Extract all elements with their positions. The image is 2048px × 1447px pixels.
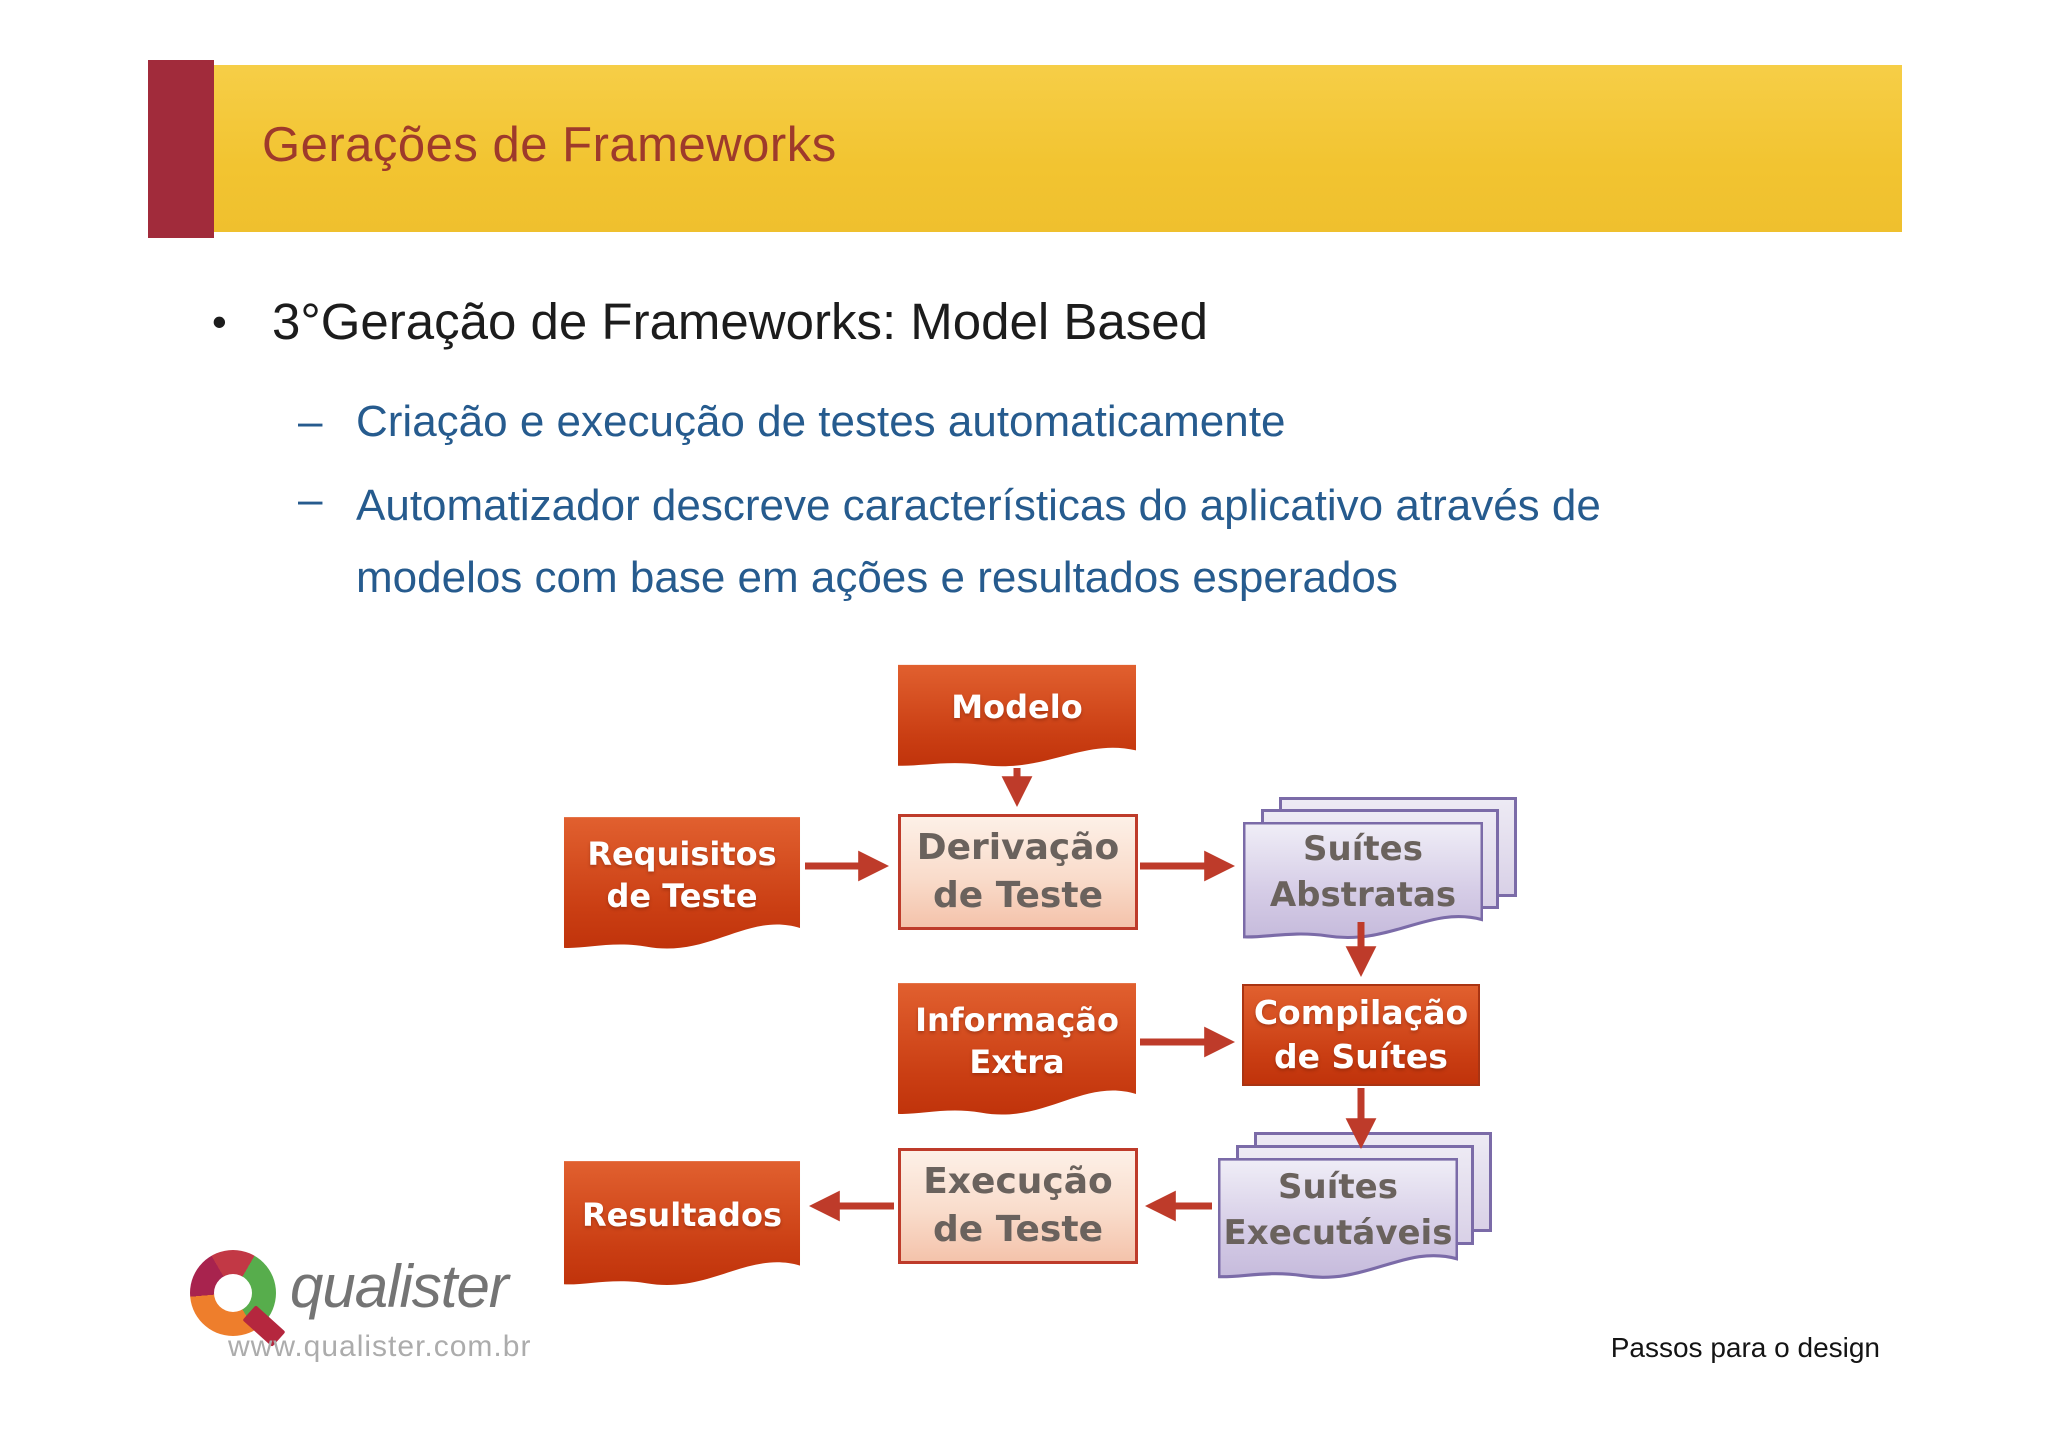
- dash-marker: –: [298, 475, 323, 524]
- diagram-node-resultados: Resultados: [563, 1160, 801, 1292]
- node-label: Execução de Teste: [923, 1160, 1113, 1250]
- node-label: Modelo: [951, 687, 1083, 726]
- diagram-node-execucao: Execução de Teste: [898, 1148, 1138, 1264]
- node-label: Suítes Executáveis: [1223, 1167, 1453, 1253]
- diagram-node-modelo: Modelo: [897, 664, 1137, 772]
- document-shape: [563, 817, 801, 949]
- diagram-node-informacao: Informação Extra: [897, 982, 1137, 1122]
- qualister-logo-text: qualister: [290, 1253, 509, 1320]
- node-label: Compilação de Suítes: [1253, 993, 1469, 1076]
- node-label: Derivação de Teste: [916, 826, 1120, 916]
- sub-bullet-2-text: Automatizador descreve características d…: [356, 481, 1601, 602]
- document-shape-svg: [1218, 1158, 1458, 1279]
- document-shape: [563, 1161, 801, 1285]
- document-shape: Suítes Abstratas: [1243, 822, 1483, 944]
- diagram-node-suites-executaveis: Suítes Executáveis: [1218, 1132, 1498, 1284]
- page-title: Gerações de Frameworks: [262, 118, 837, 172]
- node-label: Requisitos de Teste: [587, 834, 777, 915]
- document-shape-svg: [1243, 822, 1483, 939]
- node-label: Resultados: [582, 1195, 782, 1234]
- dash-marker: –: [298, 397, 323, 446]
- footer-note: Passos para o design: [1610, 1332, 1880, 1363]
- node-label: Suítes Abstratas: [1269, 829, 1457, 915]
- document-shape: [898, 983, 1136, 1115]
- diagram-node-suites-abstratas: Suítes Abstratas: [1243, 797, 1523, 945]
- qualister-logo-icon: [190, 1250, 286, 1347]
- node-label: Informação Extra: [915, 1000, 1119, 1081]
- diagram-node-compilacao: Compilação de Suítes: [1242, 984, 1480, 1086]
- main-bullet-text: 3°Geração de Frameworks: Model Based: [272, 293, 1208, 350]
- sub-bullet-1: – Criação e execução de testes automatic…: [298, 392, 1285, 452]
- document-shape: [898, 664, 1136, 767]
- bullet-marker: •: [212, 298, 227, 345]
- title-accent-bar: [148, 60, 214, 238]
- diagram-node-requisitos: Requisitos de Teste: [563, 816, 801, 956]
- logo-website-url: www.qualister.com.br: [228, 1330, 532, 1363]
- sub-bullet-1-text: Criação e execução de testes automaticam…: [356, 397, 1286, 446]
- diagram-node-derivacao: Derivação de Teste: [898, 814, 1138, 930]
- document-shape: Suítes Executáveis: [1218, 1158, 1458, 1284]
- main-bullet: • 3°Geração de Frameworks: Model Based: [212, 292, 1208, 352]
- title-band: Gerações de Frameworks: [214, 65, 1902, 232]
- sub-bullet-2: – Automatizador descreve características…: [298, 470, 1624, 614]
